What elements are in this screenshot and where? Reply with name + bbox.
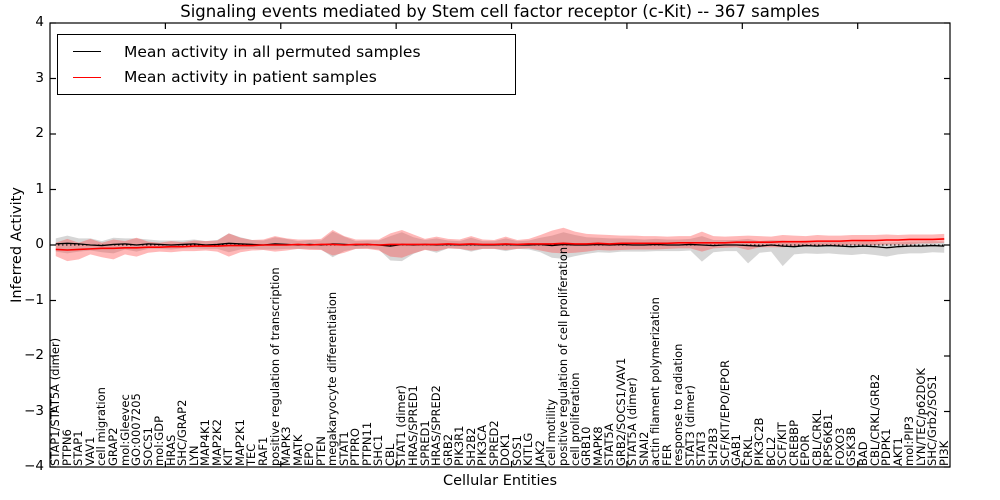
y-tick-label: 3: [35, 69, 44, 86]
y-tick-label: 2: [35, 125, 44, 141]
y-tick-label: 4: [35, 14, 44, 30]
y-tick-label: −4: [24, 458, 44, 474]
y-tick-label: 1: [35, 180, 44, 197]
x-axis-label: Cellular Entities: [442, 473, 558, 489]
y-tick-label: −1: [24, 291, 44, 308]
legend-label: Mean activity in patient samples: [124, 68, 377, 87]
legend: Mean activity in all permuted samples Me…: [57, 34, 516, 95]
x-tick-label: actin filament polymerization: [648, 297, 663, 466]
legend-item-patient: Mean activity in patient samples: [73, 68, 515, 86]
chart-title: Signaling events mediated by Stem cell f…: [180, 2, 820, 21]
legend-item-permuted: Mean activity in all permuted samples: [73, 43, 515, 61]
legend-label: Mean activity in all permuted samples: [124, 42, 421, 61]
y-tick-label: −2: [24, 347, 44, 363]
black-line-swatch: [73, 51, 101, 53]
y-tick-label: −3: [24, 402, 44, 419]
series-line: [55, 238, 945, 251]
y-tick-label: 0: [35, 236, 44, 252]
x-tick-label: PI3K: [936, 440, 951, 466]
permuted-samples-band: [55, 231, 945, 267]
red-line-swatch: [73, 76, 101, 78]
